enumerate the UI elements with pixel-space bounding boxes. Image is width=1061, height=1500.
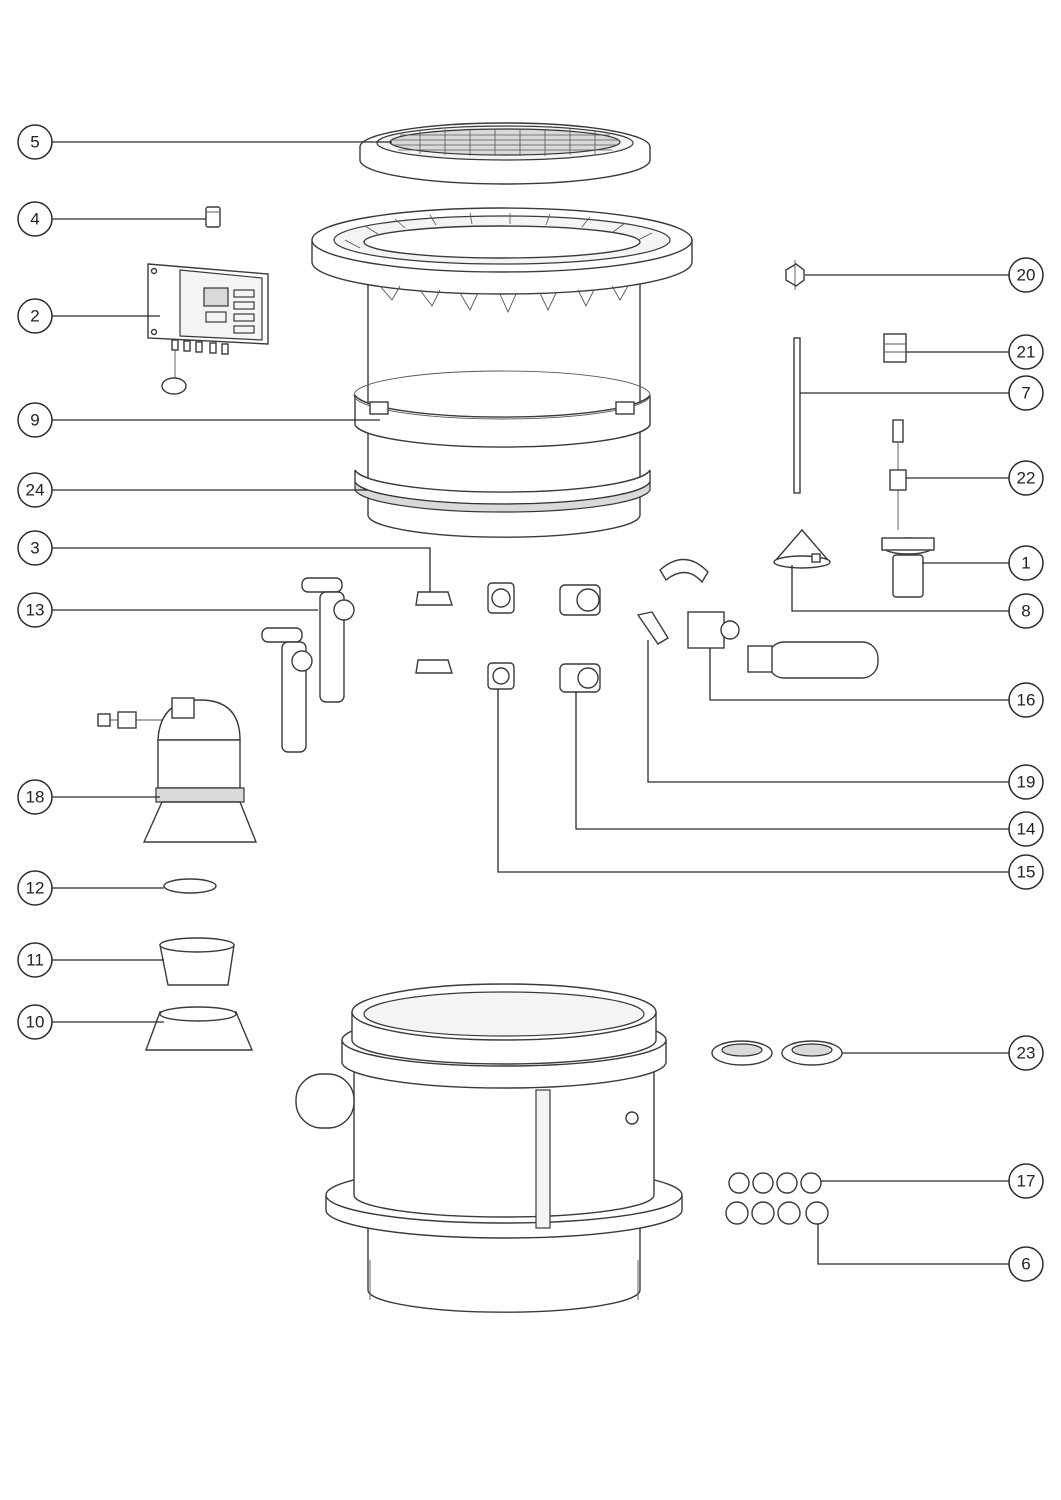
callout-16: 16 [1008, 682, 1044, 718]
svg-text:4: 4 [30, 210, 39, 229]
callout-18: 18 [17, 779, 53, 815]
part-sensor-probe [889, 419, 907, 530]
part-rod [793, 337, 801, 494]
callout-3: 3 [17, 530, 53, 566]
callout-10: 10 [17, 1004, 53, 1040]
svg-text:2: 2 [30, 307, 39, 326]
callout-20: 20 [1008, 257, 1044, 293]
svg-text:11: 11 [26, 951, 44, 970]
part-grating-cover [359, 122, 651, 185]
part-fitting-15 [487, 582, 515, 690]
svg-text:13: 13 [26, 601, 45, 620]
svg-text:7: 7 [1021, 384, 1030, 403]
svg-text:15: 15 [1017, 863, 1036, 882]
svg-text:21: 21 [1017, 343, 1036, 362]
callout-15: 15 [1008, 854, 1044, 890]
part-bracket-top [659, 558, 709, 584]
callout-7: 7 [1008, 375, 1044, 411]
part-bracket-19 [636, 611, 669, 645]
part-fitting-14 [559, 584, 601, 693]
svg-text:5: 5 [30, 133, 39, 152]
callout-5: 5 [17, 124, 53, 160]
callout-6: 6 [1008, 1246, 1044, 1282]
callout-11: 11 [17, 942, 53, 978]
leader-lines [52, 141, 1009, 1265]
callout-12: 12 [17, 870, 53, 906]
part-float-switch [785, 260, 805, 290]
callout-17: 17 [1008, 1163, 1044, 1199]
callout-14: 14 [1008, 811, 1044, 847]
part-strainer [159, 937, 235, 986]
callout-9: 9 [17, 402, 53, 438]
part-pump [97, 697, 258, 843]
svg-text:19: 19 [1017, 773, 1036, 792]
svg-text:8: 8 [1021, 602, 1030, 621]
part-impeller-cover [163, 878, 217, 894]
svg-text:6: 6 [1021, 1255, 1030, 1274]
part-pump-base [144, 1006, 254, 1051]
callout-24: 24 [17, 472, 53, 508]
svg-text:14: 14 [1017, 820, 1036, 839]
part-fitting-3 [415, 591, 453, 674]
callout-22: 22 [1008, 460, 1044, 496]
callout-8: 8 [1008, 593, 1044, 629]
callout-19: 19 [1008, 764, 1044, 800]
part-control-box [147, 263, 269, 395]
svg-text:16: 16 [1017, 691, 1036, 710]
svg-text:10: 10 [26, 1013, 45, 1032]
part-clip [883, 333, 907, 363]
svg-text:24: 24 [26, 481, 45, 500]
part-seals-large [711, 1040, 843, 1066]
callout-2: 2 [17, 298, 53, 334]
part-connector-16 [687, 611, 879, 679]
svg-text:23: 23 [1017, 1044, 1036, 1063]
svg-text:12: 12 [26, 879, 45, 898]
part-seals-small [725, 1172, 829, 1225]
svg-text:3: 3 [30, 539, 39, 558]
part-check-valve [261, 577, 355, 753]
callout-4: 4 [17, 201, 53, 237]
part-small-block [205, 206, 221, 228]
callout-1: 1 [1008, 545, 1044, 581]
callout-13: 13 [17, 592, 53, 628]
part-upper-riser [311, 207, 693, 538]
part-cone [773, 528, 831, 569]
svg-text:20: 20 [1017, 266, 1036, 285]
svg-text:22: 22 [1017, 469, 1036, 488]
part-valve-housing [881, 537, 935, 598]
svg-text:18: 18 [26, 788, 45, 807]
svg-text:1: 1 [1021, 554, 1030, 573]
part-lower-tank [295, 983, 683, 1313]
callout-21: 21 [1008, 334, 1044, 370]
svg-text:9: 9 [30, 411, 39, 430]
callout-23: 23 [1008, 1035, 1044, 1071]
svg-text:17: 17 [1017, 1172, 1036, 1191]
